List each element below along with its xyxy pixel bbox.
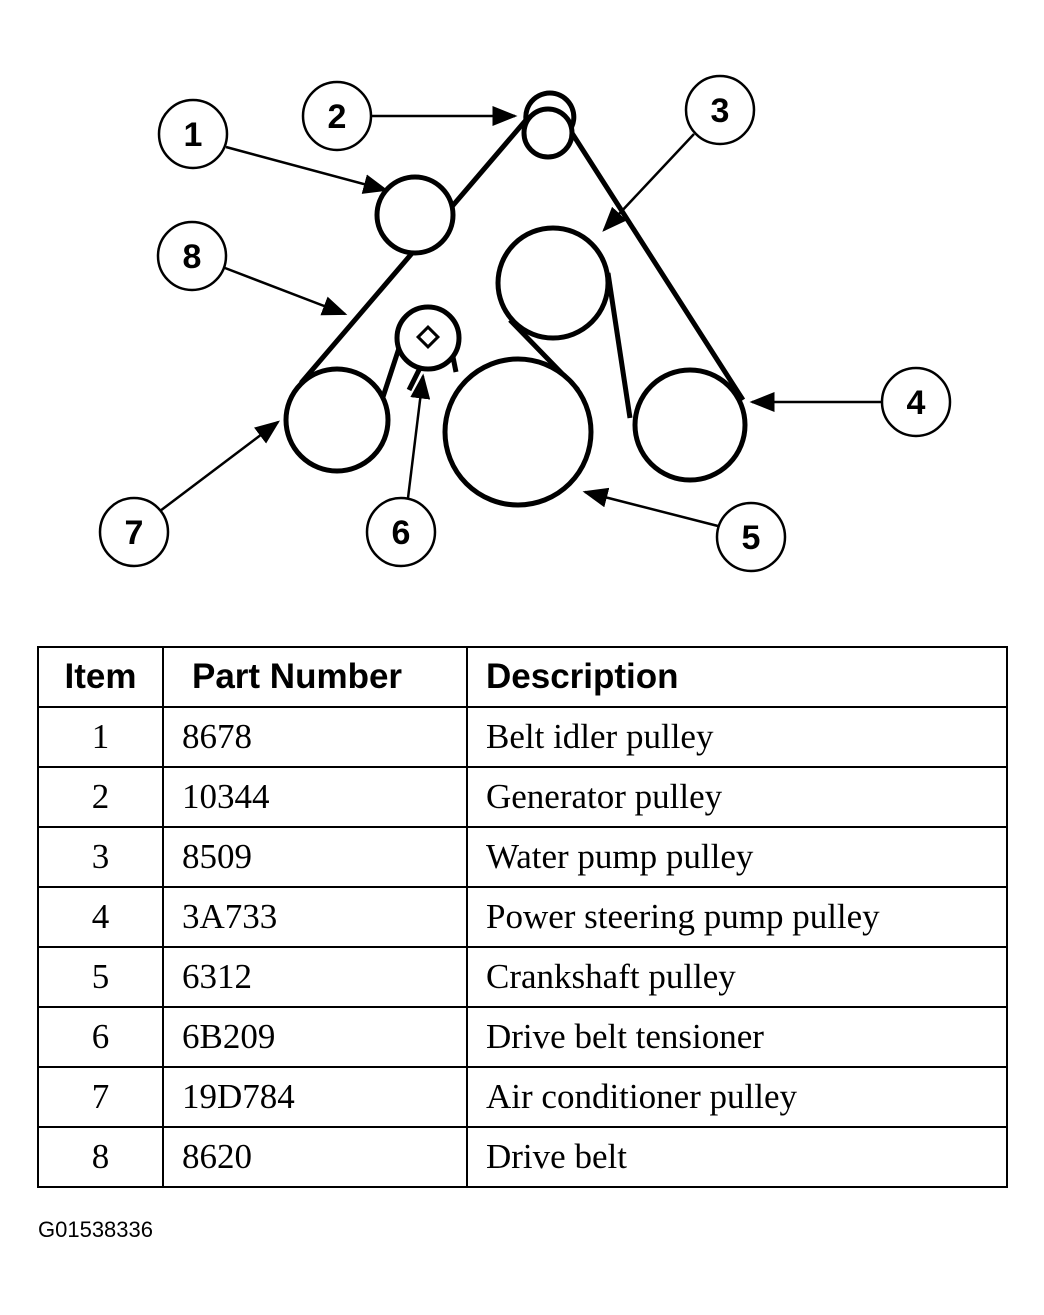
callout-3: 3 xyxy=(684,74,756,146)
power-steering-pump-pulley xyxy=(632,367,748,483)
cell-description: Drive belt tensioner xyxy=(466,1006,1008,1068)
cell-item: 3 xyxy=(37,826,164,888)
table-row: 1 8678 Belt idler pulley xyxy=(37,706,1008,768)
cell-part-number: 6B209 xyxy=(162,1006,468,1068)
svg-text:4: 4 xyxy=(907,384,926,422)
cell-item: 8 xyxy=(37,1126,164,1188)
callout-4: 4 xyxy=(880,366,952,438)
cell-description: Belt idler pulley xyxy=(466,706,1008,768)
cell-description: Generator pulley xyxy=(466,766,1008,828)
cell-item: 4 xyxy=(37,886,164,948)
header-description: Description xyxy=(466,646,1008,708)
cell-description: Drive belt xyxy=(466,1126,1008,1188)
cell-part-number: 19D784 xyxy=(162,1066,468,1128)
water-pump-pulley xyxy=(495,225,611,341)
svg-text:7: 7 xyxy=(125,514,144,552)
generator-pulley xyxy=(521,106,575,160)
header-part-number: Part Number xyxy=(162,646,468,708)
svg-text:5: 5 xyxy=(742,519,761,557)
leader-arrows xyxy=(159,106,884,528)
cell-item: 2 xyxy=(37,766,164,828)
callout-1: 1 xyxy=(157,98,229,170)
cell-part-number: 8620 xyxy=(162,1126,468,1188)
figure-id: G01538336 xyxy=(38,1217,153,1242)
cell-part-number: 6312 xyxy=(162,946,468,1008)
table-row: 2 10344 Generator pulley xyxy=(37,766,1008,828)
belt-idler-pulley xyxy=(374,174,456,256)
header-item: Item xyxy=(37,646,164,708)
table-header-row: Item Part Number Description xyxy=(37,646,1008,708)
callout-6: 6 xyxy=(365,496,437,568)
cell-item: 7 xyxy=(37,1066,164,1128)
belt-routing-diagram: 1 2 3 4 5 6 7 8 xyxy=(98,74,952,573)
table-row: 8 8620 Drive belt xyxy=(37,1126,1008,1188)
cell-item: 6 xyxy=(37,1006,164,1068)
table-row: 7 19D784 Air conditioner pulley xyxy=(37,1066,1008,1128)
svg-text:8: 8 xyxy=(183,238,202,276)
callout-2: 2 xyxy=(301,80,373,152)
parts-table: Item Part Number Description 1 8678 Belt… xyxy=(37,646,1008,1188)
callout-8: 8 xyxy=(156,220,228,292)
table-row: 5 6312 Crankshaft pulley xyxy=(37,946,1008,1008)
cell-part-number: 10344 xyxy=(162,766,468,828)
table-row: 3 8509 Water pump pulley xyxy=(37,826,1008,888)
cell-description: Air conditioner pulley xyxy=(466,1066,1008,1128)
svg-text:2: 2 xyxy=(328,98,347,136)
cell-part-number: 3A733 xyxy=(162,886,468,948)
pulleys xyxy=(283,106,748,508)
svg-text:3: 3 xyxy=(711,92,730,130)
callout-5: 5 xyxy=(715,501,787,573)
cell-description: Crankshaft pulley xyxy=(466,946,1008,1008)
tensioner-hub-icon xyxy=(415,324,441,350)
svg-text:6: 6 xyxy=(392,514,411,552)
air-conditioner-pulley xyxy=(283,366,391,474)
table-row: 6 6B209 Drive belt tensioner xyxy=(37,1006,1008,1068)
table-row: 4 3A733 Power steering pump pulley xyxy=(37,886,1008,948)
cell-description: Water pump pulley xyxy=(466,826,1008,888)
callout-7: 7 xyxy=(98,496,170,568)
cell-item: 5 xyxy=(37,946,164,1008)
cell-part-number: 8509 xyxy=(162,826,468,888)
cell-description: Power steering pump pulley xyxy=(466,886,1008,948)
cell-item: 1 xyxy=(37,706,164,768)
crankshaft-pulley xyxy=(442,356,594,508)
svg-text:1: 1 xyxy=(184,116,203,154)
cell-part-number: 8678 xyxy=(162,706,468,768)
